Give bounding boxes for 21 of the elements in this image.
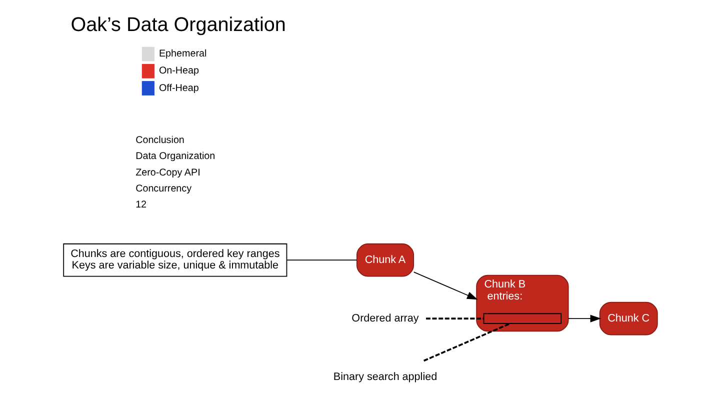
- cluster: Chunk B entries:: [476, 274, 568, 332]
- label: Concurrency: [135, 184, 192, 195]
- diagram-title: Oak’s Data Organization: [70, 14, 286, 36]
- arrow: [567, 314, 601, 322]
- node-text: Ordered array: [351, 312, 418, 324]
- node-box: Chunks are contiguous, ordered key ranges Keys are variable size, unique & immutable: [62, 243, 287, 277]
- connector: [286, 260, 357, 261]
- node-box: [482, 313, 562, 324]
- label: Zero-Copy API: [135, 167, 200, 178]
- label: Conclusion: [135, 134, 184, 146]
- node-box: Chunk A: [356, 243, 414, 277]
- legend-label: On-Heap: [158, 66, 199, 77]
- node-box: Chunk C: [598, 302, 658, 336]
- label: 12: [135, 200, 146, 211]
- legend-label: Ephemeral: [158, 48, 206, 60]
- connector: [426, 318, 484, 320]
- connector: [423, 322, 510, 362]
- legend-label: Off-Heap: [158, 82, 198, 94]
- node-text: Binary search applied: [332, 370, 437, 383]
- arrow: [412, 272, 478, 300]
- label: Data Organization: [135, 151, 215, 162]
